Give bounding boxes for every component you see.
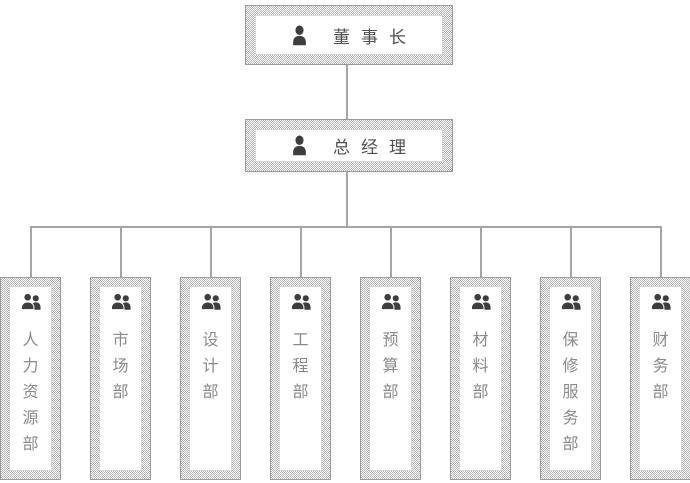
department-label-char: 部 — [382, 382, 399, 401]
department-label-char: 部 — [202, 382, 219, 401]
department-label: 预算部 — [382, 327, 398, 405]
people-icon — [200, 293, 221, 311]
connector-drop — [660, 226, 662, 277]
department-node-inner: 保修服务部 — [549, 286, 592, 471]
connector-drop — [210, 226, 212, 277]
chairman-node-inner: 董事长 — [255, 15, 443, 55]
department-node[interactable]: 人力资源部 — [0, 277, 61, 480]
department-node[interactable]: 市场部 — [90, 277, 151, 480]
chairman-node[interactable]: 董事长 — [245, 5, 453, 65]
general-manager-label: 总经理 — [333, 138, 417, 158]
department-label: 市场部 — [112, 327, 128, 405]
department-label-char: 工 — [292, 330, 309, 349]
department-label-char: 资 — [22, 382, 39, 401]
department-node[interactable]: 保修服务部 — [540, 277, 601, 480]
department-node-inner: 财务部 — [639, 286, 682, 471]
department-label-char: 计 — [202, 356, 219, 375]
people-icon — [380, 293, 401, 311]
department-label-char: 市 — [112, 330, 129, 349]
department-label-char: 力 — [22, 356, 39, 375]
department-label-char: 部 — [292, 382, 309, 401]
department-node[interactable]: 财务部 — [630, 277, 690, 480]
department-label-char: 部 — [472, 382, 489, 401]
people-icon — [560, 293, 581, 311]
person-icon — [293, 135, 306, 156]
connector-rail — [30, 226, 662, 228]
connector-drop — [120, 226, 122, 277]
department-label-char: 部 — [562, 434, 579, 453]
department-label-char: 源 — [22, 408, 39, 427]
department-label-char: 预 — [382, 330, 399, 349]
department-label-char: 保 — [562, 330, 579, 349]
general-manager-node[interactable]: 总经理 — [245, 119, 453, 172]
department-label: 工程部 — [292, 327, 308, 405]
people-icon — [470, 293, 491, 311]
department-node[interactable]: 工程部 — [270, 277, 331, 480]
department-label-char: 部 — [22, 434, 39, 453]
department-node[interactable]: 预算部 — [360, 277, 421, 480]
department-label-char: 人 — [22, 330, 39, 349]
department-label-char: 务 — [652, 356, 669, 375]
department-label: 人力资源部 — [22, 327, 38, 457]
people-icon — [110, 293, 131, 311]
department-label-char: 部 — [112, 382, 129, 401]
department-node-inner: 人力资源部 — [9, 286, 52, 471]
connector-drop — [480, 226, 482, 277]
connector-drop — [300, 226, 302, 277]
department-node-inner: 材料部 — [459, 286, 502, 471]
people-icon — [20, 293, 41, 311]
connector-drop — [30, 226, 32, 277]
department-label: 财务部 — [652, 327, 668, 405]
department-label-char: 材 — [472, 330, 489, 349]
connector-chairman-gm — [346, 65, 348, 119]
department-node-inner: 工程部 — [279, 286, 322, 471]
department-label-char: 修 — [562, 356, 579, 375]
department-label-char: 部 — [652, 382, 669, 401]
general-manager-node-inner: 总经理 — [255, 129, 443, 162]
department-node[interactable]: 设计部 — [180, 277, 241, 480]
department-label-char: 设 — [202, 330, 219, 349]
department-label-char: 料 — [472, 356, 489, 375]
people-icon — [650, 293, 671, 311]
people-icon — [290, 293, 311, 311]
department-label: 材料部 — [472, 327, 488, 405]
person-icon — [293, 24, 306, 45]
department-node-inner: 预算部 — [369, 286, 412, 471]
department-label: 保修服务部 — [562, 327, 578, 457]
connector-drop — [570, 226, 572, 277]
department-node[interactable]: 材料部 — [450, 277, 511, 480]
connector-drop — [390, 226, 392, 277]
chairman-label: 董事长 — [333, 27, 417, 48]
department-label: 设计部 — [202, 327, 218, 405]
department-label-char: 财 — [652, 330, 669, 349]
connector-gm-rail — [346, 172, 348, 226]
department-label-char: 场 — [112, 356, 129, 375]
department-label-char: 算 — [382, 356, 399, 375]
department-node-inner: 设计部 — [189, 286, 232, 471]
department-label-char: 程 — [292, 356, 309, 375]
department-node-inner: 市场部 — [99, 286, 142, 471]
department-label-char: 服 — [562, 382, 579, 401]
department-label-char: 务 — [562, 408, 579, 427]
